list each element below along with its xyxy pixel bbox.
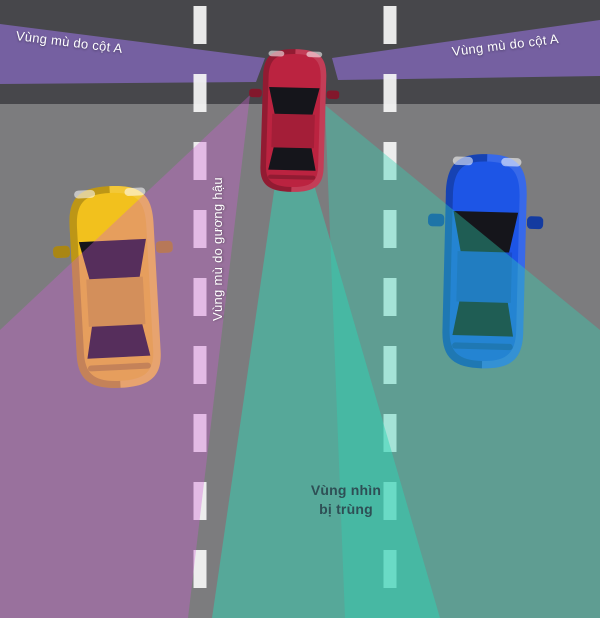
mirror-blind-label: Vùng mù do gương hậu bbox=[210, 177, 225, 321]
overlap-view-label-line2: bị trùng bbox=[319, 501, 373, 517]
overlap-view-label-line1: Vùng nhìn bbox=[310, 482, 382, 498]
pillar-blind-zone-left bbox=[0, 24, 265, 84]
mirror-blind-zone bbox=[0, 95, 250, 618]
view-cone-right bbox=[325, 105, 600, 618]
pillar-blind-zone-right bbox=[332, 20, 600, 80]
overlap-view-label: Vùng nhìn bị trùng bbox=[288, 481, 404, 519]
view-cone-center bbox=[212, 95, 440, 618]
